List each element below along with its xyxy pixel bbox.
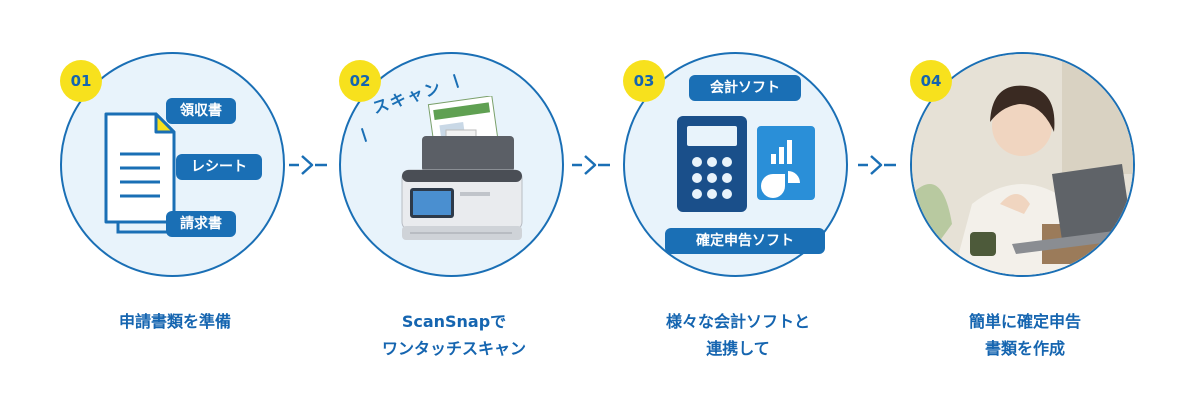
documents-icon [104,112,176,234]
step-3: 03 会計ソフト 確定申告ソフト 様々な会計ソフトと 連携して [623,0,853,400]
step-4-caption: 簡単に確定申告 書類を作成 [910,308,1140,362]
caption-line: ScanSnapで [401,312,507,331]
tax-return-software-tag: 確定申告ソフト [665,228,825,254]
caption-line: ワンタッチスキャン [381,339,526,358]
step-number-badge: 04 [910,60,952,102]
register-receipt-tag: レシート [176,154,262,180]
caption-line: 連携して [706,339,770,358]
caption-line: 簡単に確定申告 [968,312,1081,331]
caption-line: 申請書類を準備 [118,312,231,331]
step-4: 04 簡単に確定申告 書類を作成 [910,0,1140,400]
woman-with-laptop-image [912,54,1133,275]
scanner-image [401,96,523,240]
step-2: スキャン 02 ScanSnapで ワンタッチスキャン [339,0,569,400]
step-1: 01 領収書 レシート 請求書 申請書類を準備 [60,0,290,400]
caption-line: 様々な会計ソフトと [665,312,810,331]
accounting-software-icons [677,116,815,212]
arrow-right-icon [289,155,327,175]
step-2-caption: ScanSnapで ワンタッチスキャン [339,308,569,362]
step-1-caption: 申請書類を準備 [60,308,290,335]
arrow-right-icon [572,155,610,175]
step-3-caption: 様々な会計ソフトと 連携して [623,308,853,362]
scan-mark-right [452,74,460,88]
step-number-badge: 03 [623,60,665,102]
step-number-badge: 01 [60,60,102,102]
accounting-software-tag: 会計ソフト [689,75,801,101]
calculator-icon [677,116,747,212]
receipt-tag: 領収書 [166,98,236,124]
chart-app-icon [757,126,815,200]
scan-mark-left [360,128,368,142]
arrow-right-icon [858,155,896,175]
step-number-badge: 02 [339,60,381,102]
caption-line: 書類を作成 [984,339,1065,358]
invoice-tag: 請求書 [166,211,236,237]
